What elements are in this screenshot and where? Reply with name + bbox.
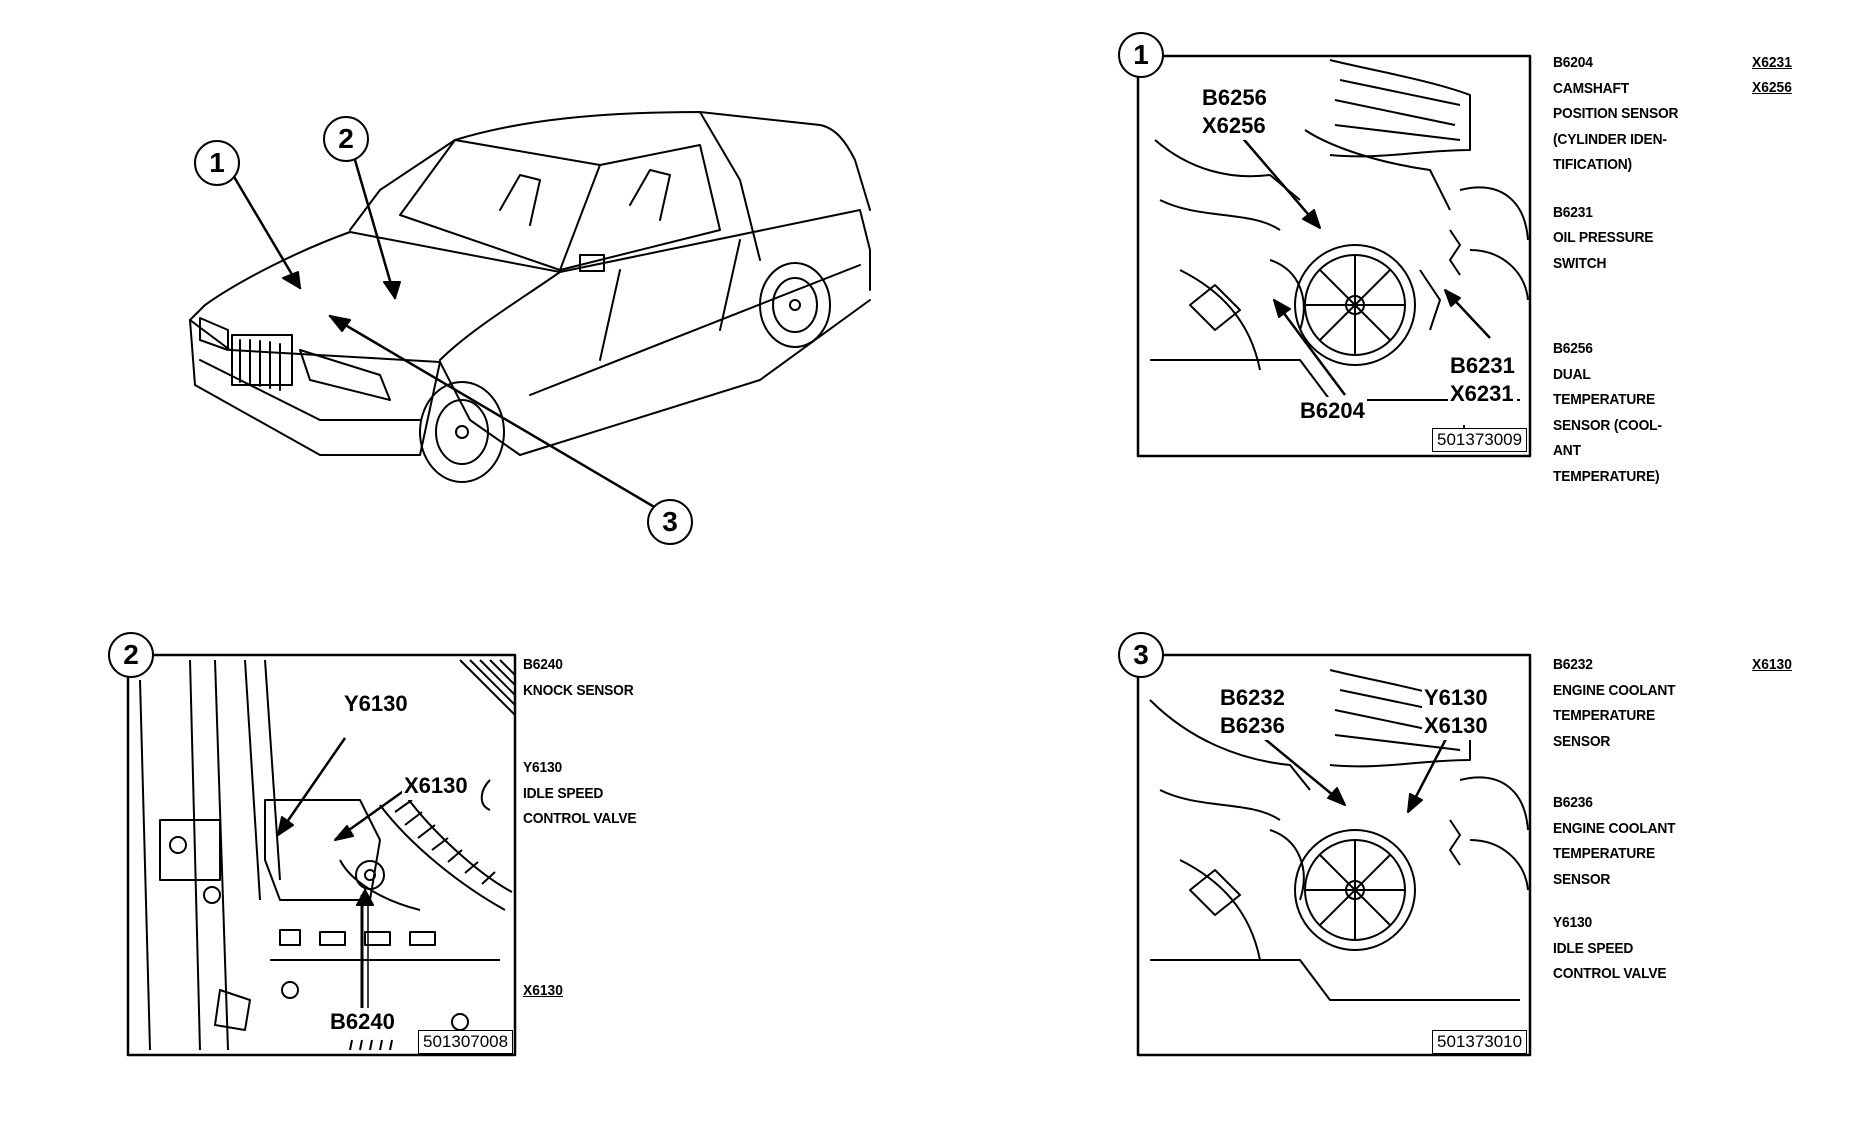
legend-entry-y6130: Y6130 IDLE SPEED CONTROL VALVE [1553,910,1675,987]
panel-2-callout-x6130: X6130 [402,772,470,800]
legend-entry-b6240: B6240 KNOCK SENSOR [523,652,636,703]
legend-description: ENGINE COOLANT TEMPERATURE SENSOR [1553,819,1676,888]
legend-code: B6204 [1553,54,1593,71]
legend-code: B6240 [523,656,563,673]
legend-code: B6256 [1553,340,1593,357]
panel-3-callout-b6232-b6236: B6232 B6236 [1218,684,1287,740]
panel-3-marker: 3 [1118,632,1164,678]
overview-marker-1: 1 [194,140,240,186]
panel-1-marker: 1 [1118,32,1164,78]
legend-description: KNOCK SENSOR [523,681,634,699]
panel-2-connector-x6130: X6130 [523,982,563,999]
panel-1-ref-number: 501373009 [1432,428,1528,452]
overview-marker-2: 2 [323,116,369,162]
legend-entry-b6232: B6232 ENGINE COOLANT TEMPERATURE SENSOR [1553,652,1676,754]
panel-3-connector-x6130: X6130 [1752,656,1792,673]
legend-entry-b6204: B6204 CAMSHAFT POSITION SENSOR (CYLINDER… [1553,50,1678,178]
panel-3-callout-y6130-x6130: Y6130 X6130 [1422,684,1490,740]
legend-code: B6236 [1553,794,1593,811]
panel-2-ref-number: 501307008 [418,1030,514,1054]
legend-entry-y6130: Y6130 IDLE SPEED CONTROL VALVE [523,755,637,832]
panel-2-callout-y6130: Y6130 [342,690,410,718]
overview-marker-3: 3 [647,499,693,545]
panel-2-legend: B6240 KNOCK SENSOR Y6130 IDLE SPEED CONT… [523,652,637,854]
panel-1-legend: B6204 CAMSHAFT POSITION SENSOR (CYLINDER… [1553,50,1678,511]
legend-entry-b6256: B6256 DUAL TEMPERATURE SENSOR (COOL- ANT… [1553,336,1678,489]
panel-1-callout-b6204: B6204 [1298,397,1367,425]
legend-description: DUAL TEMPERATURE SENSOR (COOL- ANT TEMPE… [1553,365,1662,485]
legend-code: Y6130 [523,759,562,776]
legend-entry-b6236: B6236 ENGINE COOLANT TEMPERATURE SENSOR [1553,790,1676,892]
panel-3-ref-number: 501373010 [1432,1030,1528,1054]
legend-code: B6231 [1553,203,1593,221]
legend-description: IDLE SPEED CONTROL VALVE [1553,939,1667,983]
legend-code: B6232 [1553,656,1593,673]
panel-2-marker: 2 [108,632,154,678]
panel-1-connector-x6231: X6231 [1752,54,1792,71]
legend-description: ENGINE COOLANT TEMPERATURE SENSOR [1553,681,1676,750]
panel-1-connector-x6256: X6256 [1752,79,1792,96]
panel-1-callout-b6256-x6256: B6256 X6256 [1200,84,1269,140]
legend-description: IDLE SPEED CONTROL VALVE [523,784,637,828]
panel-3-legend: B6232 ENGINE COOLANT TEMPERATURE SENSOR … [1553,652,1676,1009]
legend-description: CAMSHAFT POSITION SENSOR (CYLINDER IDEN-… [1553,79,1679,174]
legend-entry-b6231: B6231 OIL PRESSURE SWITCH [1553,200,1678,277]
panel-1-callout-b6231-x6231: B6231 X6231 [1448,352,1517,408]
panel-2-callout-b6240: B6240 [328,1008,397,1036]
legend-description: OIL PRESSURE SWITCH [1553,229,1654,272]
legend-code: Y6130 [1553,914,1592,931]
